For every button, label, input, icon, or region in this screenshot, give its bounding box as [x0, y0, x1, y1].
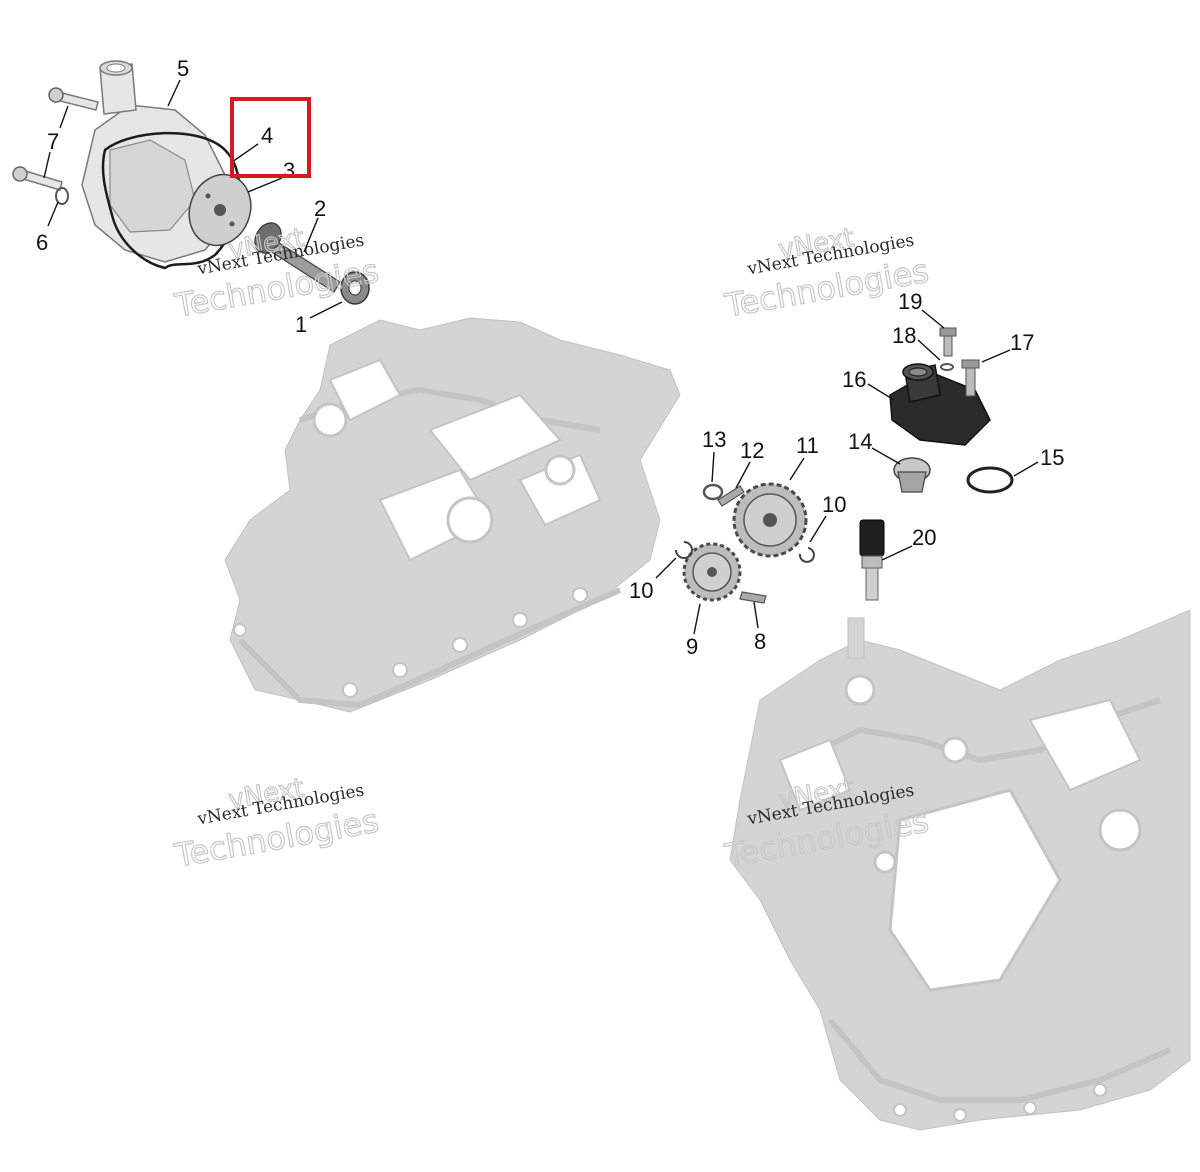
leader-11: [789, 457, 805, 481]
part-2-shaft: [254, 222, 341, 293]
leader-17: [981, 349, 1011, 363]
callout-12: 12: [740, 438, 764, 463]
part-6-washer: [55, 187, 69, 205]
ghost-crankcase-right: [729, 609, 1191, 1131]
leader-7a: [59, 105, 69, 129]
callout-5: 5: [177, 56, 189, 81]
part-19-bolt: [939, 327, 957, 357]
leader-lines: [43, 79, 1039, 635]
leader-6: [47, 201, 59, 227]
leader-2: [303, 217, 319, 253]
callout-18: 18: [892, 323, 916, 348]
callout-9: 9: [686, 634, 698, 659]
part-7-bolts: [12, 87, 99, 191]
part-13-washer: [702, 483, 724, 501]
part-4-gasket: [101, 131, 241, 270]
callout-17: 17: [1010, 330, 1034, 355]
callout-10-right: 10: [822, 492, 846, 517]
callout-2: 2: [314, 196, 326, 221]
callout-3: 3: [283, 158, 295, 183]
leader-10b: [809, 515, 827, 543]
watermark-bottom-left: Technologies vNext vNext Technologies: [171, 772, 382, 875]
leader-8: [753, 601, 759, 629]
leader-12: [735, 461, 751, 489]
part-10-circlips: [675, 541, 815, 563]
part-11-gear: [732, 482, 808, 558]
leader-18: [917, 339, 941, 361]
part-15-oring: [966, 466, 1014, 494]
callout-16: 16: [842, 367, 866, 392]
leader-16: [867, 383, 895, 401]
part-20-sensor: [859, 519, 885, 601]
callout-8: 8: [754, 629, 766, 654]
leader-10a: [655, 557, 677, 579]
part-16-thermostat-housing: [889, 363, 991, 446]
callout-13: 13: [702, 427, 726, 452]
callout-19: 19: [898, 289, 922, 314]
leader-20: [881, 545, 913, 561]
leader-19: [921, 309, 945, 329]
callout-1: 1: [295, 312, 307, 337]
part-18-washer: [940, 363, 954, 371]
leader-9: [693, 603, 701, 635]
callout-14: 14: [848, 429, 872, 454]
part-1-seal: [340, 271, 370, 305]
leader-3: [247, 177, 283, 193]
ghost-crankcase-left: [224, 317, 681, 713]
callout-4: 4: [261, 123, 273, 148]
highlight-box-part-4: [230, 97, 311, 178]
callout-7: 7: [47, 129, 59, 154]
leader-1: [309, 301, 343, 319]
callout-15: 15: [1040, 445, 1064, 470]
leader-5: [167, 79, 181, 107]
leader-14: [871, 447, 901, 465]
callout-labels: 1 2 3 4 5 6 7 8 9 10 10 11 12 13 14 15 1…: [36, 56, 1064, 659]
part-17-bolt: [961, 359, 980, 397]
part-8-pin: [739, 591, 767, 604]
leader-15: [1013, 461, 1039, 477]
callout-20: 20: [912, 525, 936, 550]
callout-11: 11: [796, 433, 819, 458]
leader-7b: [43, 151, 51, 179]
part-5-pump-housing: [81, 60, 231, 263]
part-12-pin: [717, 485, 745, 507]
part-9-gear: [682, 542, 742, 602]
leader-13: [711, 451, 715, 483]
callout-10-left: 10: [629, 578, 653, 603]
leader-4: [231, 143, 259, 163]
callout-6: 6: [36, 230, 48, 255]
part-14-thermostat: [893, 457, 931, 493]
